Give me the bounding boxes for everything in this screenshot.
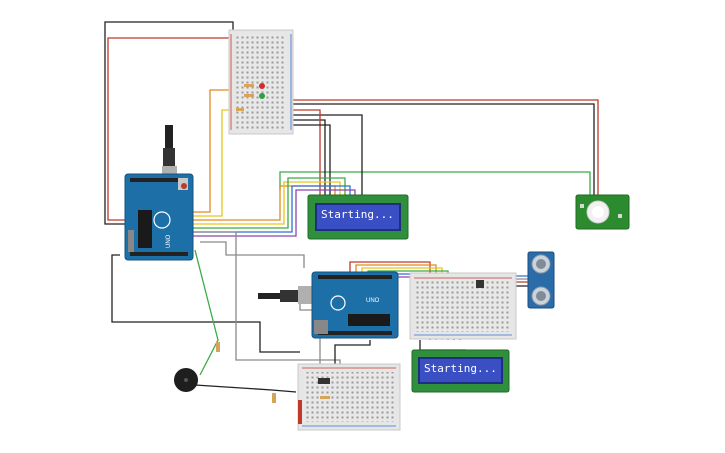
resistor-buzzer-2 [272, 393, 276, 403]
usb-cable-1 [165, 125, 173, 149]
resistor-top-2 [244, 94, 254, 97]
wire-black-left-loop [104, 21, 234, 225]
lcd-1: Starting... [307, 194, 409, 240]
pir-sensor [575, 194, 630, 230]
breadboard-2 [409, 272, 517, 340]
usb-cable-2 [258, 293, 280, 299]
resistor-buzzer-1 [216, 342, 220, 352]
wire-green-pir [279, 171, 591, 195]
wire-orange-lcd1 [190, 185, 336, 221]
wire-gray-bottom-2 [200, 241, 305, 268]
wire-purple-lcd1 [190, 189, 356, 237]
wire-black-buzzer [194, 384, 297, 393]
resistor-top-1 [244, 84, 254, 87]
wire-black-a2-bottom [334, 340, 371, 368]
lcd-1-text: Starting... [321, 208, 394, 221]
wire-black-lcd2 [419, 340, 466, 351]
wire-green-buzzer [194, 249, 219, 376]
wire-blue-lcd1 [190, 185, 351, 233]
wire-green-lcd1 [190, 177, 346, 229]
resistor-top-3 [236, 108, 244, 111]
arduino-1-model: UNO [166, 234, 172, 248]
arduino-2-model: UNO [366, 298, 380, 304]
wire-black-pir [292, 103, 595, 195]
wire-red-lcd1 [292, 109, 321, 195]
wire-black-lcd1-a [292, 114, 363, 195]
lcd-2-text: Starting... [424, 362, 497, 375]
wire-gray-bottom [185, 231, 341, 368]
breadboard-top [228, 29, 294, 135]
ultrasonic-sensor [527, 251, 555, 309]
mcu-chip-1 [138, 210, 152, 248]
wire-red-left-loop [107, 37, 232, 221]
resistor-bottom [320, 396, 330, 399]
wire-black-bottom-left [111, 254, 300, 353]
led-red [259, 83, 265, 89]
piezo-buzzer [174, 368, 198, 392]
arduino-uno-2: UNO [258, 271, 399, 339]
arduino-uno-1: UNO [124, 125, 194, 261]
wire-red-pir [292, 99, 599, 195]
lcd-2: Starting... [411, 349, 510, 393]
wire-black-lcd1-b [292, 119, 326, 195]
breadboard-bottom [297, 363, 401, 431]
mcu-chip-2 [348, 314, 390, 326]
potentiometer [476, 280, 484, 288]
led-green [259, 93, 265, 99]
wire-black-lcd1-c [292, 124, 331, 195]
push-button [318, 378, 330, 384]
